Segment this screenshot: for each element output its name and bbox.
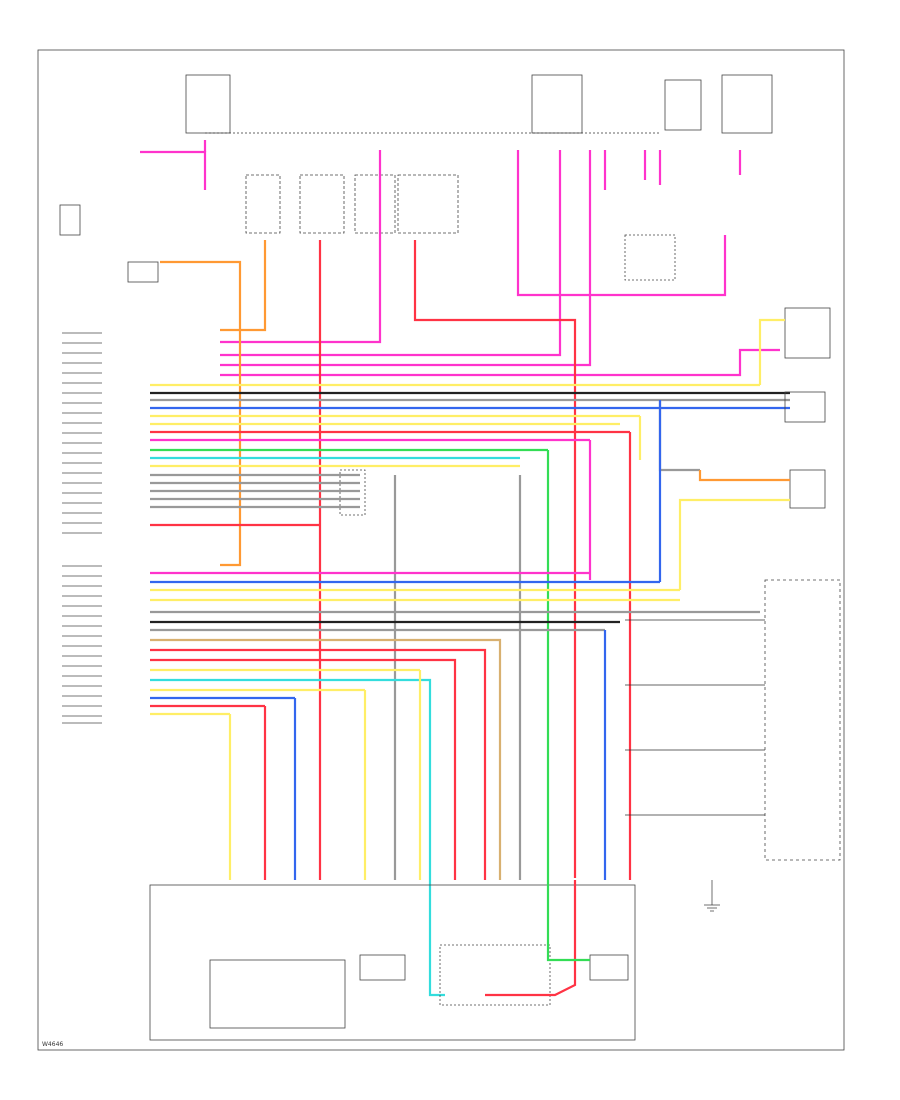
small-relay [127,261,159,283]
harness-lower [150,571,760,716]
diagram-code: W4646 [42,1041,63,1048]
wire-pink-4 [220,150,562,357]
shift-solenoid-box [589,954,629,981]
wire-orange-1 [220,240,267,332]
fuse-block-right-b [721,74,773,134]
sensor-top-right [784,307,831,359]
left-pin-labels [62,332,102,724]
drop-red-3 [460,648,487,880]
relay-3 [354,174,396,234]
drop-yellow-right [678,498,790,590]
diagram-frame [37,49,845,1051]
fluid-temp-sensor [359,954,406,981]
drop-cyan [400,678,445,997]
wire-pink-1 [140,150,207,190]
ignition-switch-box [624,234,676,281]
relay-2 [299,174,345,234]
wire-yellow-top-right [758,318,785,385]
fuse-block-left [185,74,231,134]
pressure-switch-module [209,959,346,1029]
tcc-solenoid [439,944,551,1006]
wire-red-loop [485,880,577,997]
sensor-mid-right [784,391,826,423]
relay-1 [245,174,281,234]
sensor-range-right [789,469,826,509]
wire-red-1 [413,240,577,878]
wire-pink-6 [220,150,382,344]
wire-orange-2 [160,260,242,567]
ground-component [59,204,81,236]
sensor-connector-mid [339,469,366,516]
wire-gray-right [658,400,700,472]
fuse-block-center [531,74,583,134]
solenoid-connector-right [764,579,841,861]
harness-upper [150,383,790,527]
wire-green-loop [546,880,590,962]
transmission-assembly [149,884,636,1041]
wire-pink-5 [220,150,592,367]
wire-orange-right [698,470,790,482]
relay-4 [397,174,459,234]
drop-tan [485,638,502,880]
fuse-block-right-a [664,79,702,131]
drop-red-2 [435,658,457,880]
wire-pink-3 [516,150,727,297]
wire-pink-right [220,348,780,377]
ground-symbol [704,880,720,912]
